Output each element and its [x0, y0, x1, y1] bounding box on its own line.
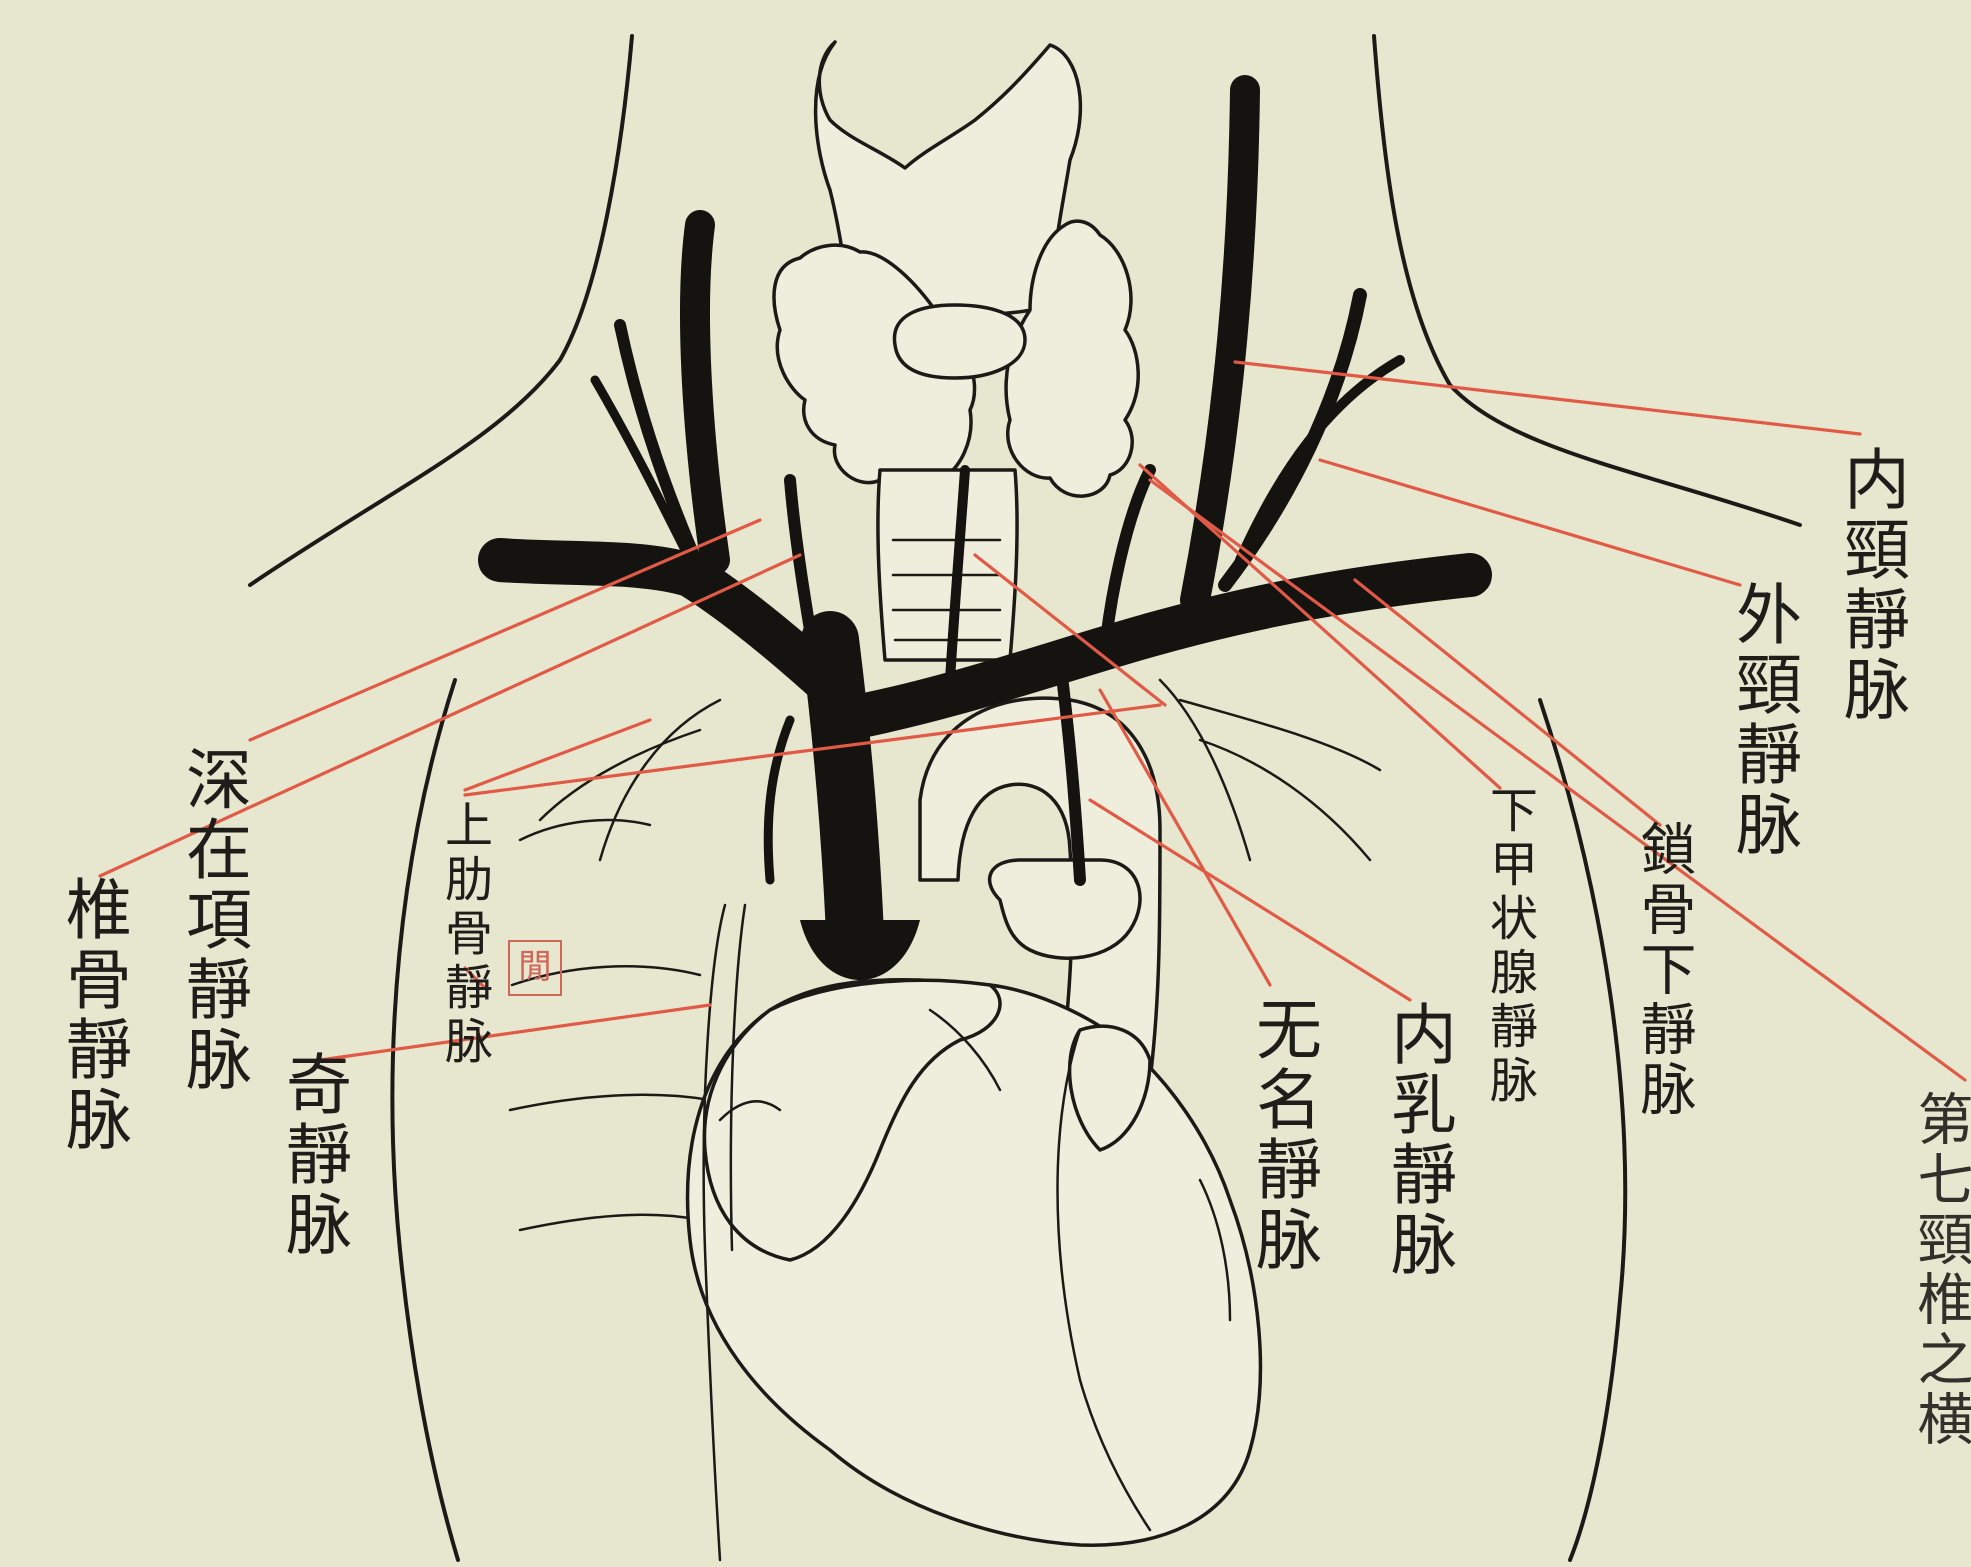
leader-superior-intercostal-3 — [465, 720, 650, 790]
superior-intercostal-vein — [768, 720, 790, 880]
label-external-jugular-vein: 外頸靜脉 — [1730, 580, 1796, 860]
label-internal-mammary-vein: 内乳靜脉 — [1385, 1000, 1451, 1280]
label-edge-fragment: 第七頸椎之横 — [1912, 1090, 1968, 1450]
pulmonary-trunk — [990, 860, 1140, 958]
rib-left-1 — [520, 820, 650, 840]
left-chest-branch-2 — [1200, 740, 1370, 860]
label-inferior-thyroid-vein: 下甲状腺靜脉 — [1485, 785, 1533, 1109]
label-innominate-vein: 无名靜脉 — [1250, 995, 1316, 1275]
rib-left-4 — [520, 1215, 700, 1230]
label-vertebral-vein: 椎骨靜脉 — [60, 875, 126, 1155]
right-chest-branch-1 — [600, 700, 720, 860]
svc-flare — [800, 920, 920, 980]
label-internal-jugular-vein: 内頸靜脉 — [1838, 445, 1904, 725]
right-internal-jugular-vein — [695, 225, 715, 560]
left-internal-jugular-vein — [1195, 90, 1245, 600]
left-chest-branch-3 — [1180, 700, 1380, 770]
leader-azygos — [320, 1005, 710, 1060]
rib-left-3 — [510, 1095, 710, 1110]
label-superior-intercostal-vein: 上肋骨靜脉 — [440, 800, 488, 1070]
label-subclavian-vein: 鎖骨下靜脉 — [1635, 820, 1691, 1120]
trachea — [878, 470, 1017, 660]
chest-right-contour — [1540, 700, 1625, 1560]
neck-right-contour — [1374, 36, 1800, 525]
hyoid-ring — [894, 305, 1025, 378]
collector-seal: 閒 — [508, 940, 562, 996]
label-azygos-vein: 奇靜脉 — [280, 1050, 346, 1260]
neck-left-contour — [250, 36, 632, 585]
label-deep-cervical-vein: 深在項靜脉 — [180, 745, 246, 1095]
